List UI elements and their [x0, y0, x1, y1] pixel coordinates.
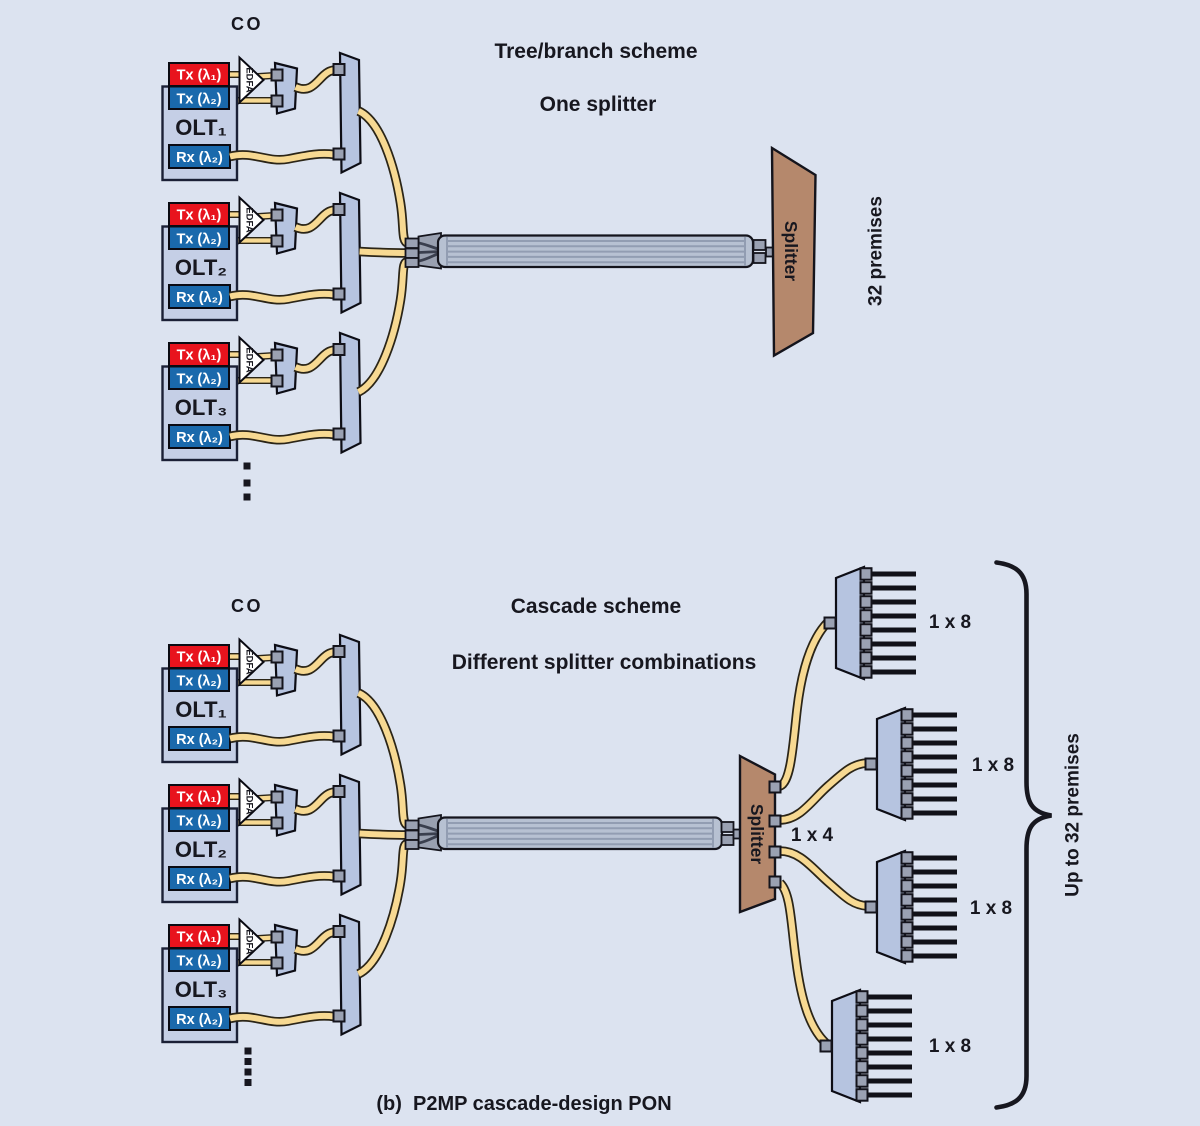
more-olts-ellipsis [244, 1047, 252, 1086]
figure-caption: (b) P2MP cascade-design PON [376, 1093, 671, 1115]
splitter-label: Splitter [781, 221, 801, 281]
olt-label: OLT₂ [175, 837, 227, 862]
edfa-label: EDFA [244, 67, 255, 92]
edfa-label: EDFA [244, 649, 255, 674]
rx-label: Rx (λ₂) [176, 290, 223, 306]
olt-label: OLT₁ [175, 115, 226, 140]
cascade-scheme-title: Cascade scheme [511, 595, 681, 618]
tree-scheme-subtitle: One splitter [540, 93, 657, 116]
tx2-label: Tx (λ₂) [176, 92, 221, 108]
olt-label: OLT₃ [175, 395, 228, 420]
splitter-1x8-2 [866, 708, 958, 820]
tx1-label: Tx (λ₁) [177, 348, 222, 364]
splitter-1x8-3 [866, 851, 958, 963]
tx1-label: Tx (λ₁) [177, 68, 222, 84]
ratio-1x8-label: 1 x 8 [970, 898, 1012, 919]
tx2-label: Tx (λ₂) [176, 814, 221, 830]
central-office-assembly: CO Tx (λ₁) Tx (λ₂) OLT₁ Rx (λ₂) EDFA Tx … [163, 596, 442, 1042]
ratio-1x8-label: 1 x 8 [929, 612, 971, 633]
rx-label: Rx (λ₂) [176, 872, 223, 888]
main-splitter: Splitter [770, 145, 817, 358]
tx1-label: Tx (λ₁) [177, 208, 222, 224]
central-office-assembly: Tx (λ₁) Tx (λ₂) OLT₁ Rx (λ₂) EDFA Tx (λ₁… [163, 53, 442, 501]
cascade-scheme-section: Cascade scheme Different splitter combin… [163, 560, 1084, 1115]
more-olts-ellipsis [243, 462, 251, 501]
ratio-1x4-label: 1 x 4 [791, 825, 834, 846]
tree-scheme-section: Tree/branch scheme One splitter CO Tx (λ… [163, 14, 887, 501]
edfa-label: EDFA [244, 789, 255, 814]
tx2-label: Tx (λ₂) [176, 372, 221, 388]
tx2-label: Tx (λ₂) [176, 954, 221, 970]
edfa-label: EDFA [244, 207, 255, 232]
ratio-1x8-label: 1 x 8 [972, 755, 1014, 776]
tree-scheme-title: Tree/branch scheme [494, 40, 697, 63]
splitter-1x8-1 [825, 567, 917, 679]
rx-label: Rx (λ₂) [176, 732, 223, 748]
premises-label: 32 premises [866, 196, 887, 306]
co-label: CO [231, 596, 263, 616]
tx2-label: Tx (λ₂) [176, 674, 221, 690]
tx1-label: Tx (λ₁) [177, 650, 222, 666]
olt-label: OLT₃ [175, 977, 228, 1002]
olt-label: OLT₂ [175, 255, 227, 280]
premises-brace [994, 560, 1052, 1110]
tx1-label: Tx (λ₁) [177, 790, 222, 806]
edfa-label: EDFA [244, 347, 255, 372]
ratio-1x8-label: 1 x 8 [929, 1036, 971, 1057]
splitter-label: Splitter [747, 804, 767, 864]
tx2-label: Tx (λ₂) [176, 232, 221, 248]
tx1-label: Tx (λ₁) [177, 930, 222, 946]
rx-label: Rx (λ₂) [176, 1012, 223, 1028]
edfa-label: EDFA [244, 929, 255, 954]
rx-label: Rx (λ₂) [176, 150, 223, 166]
splitter-1x8-4 [821, 990, 913, 1102]
cascade-scheme-subtitle: Different splitter combinations [452, 651, 757, 674]
co-label: CO [231, 14, 263, 34]
feeder-cable [436, 816, 744, 851]
first-stage-splitter-1x4: Splitter [738, 618, 868, 1049]
feeder-cable [436, 234, 777, 269]
premises-label: Up to 32 premises [1063, 733, 1084, 897]
olt-label: OLT₁ [175, 697, 226, 722]
rx-label: Rx (λ₂) [176, 430, 223, 446]
